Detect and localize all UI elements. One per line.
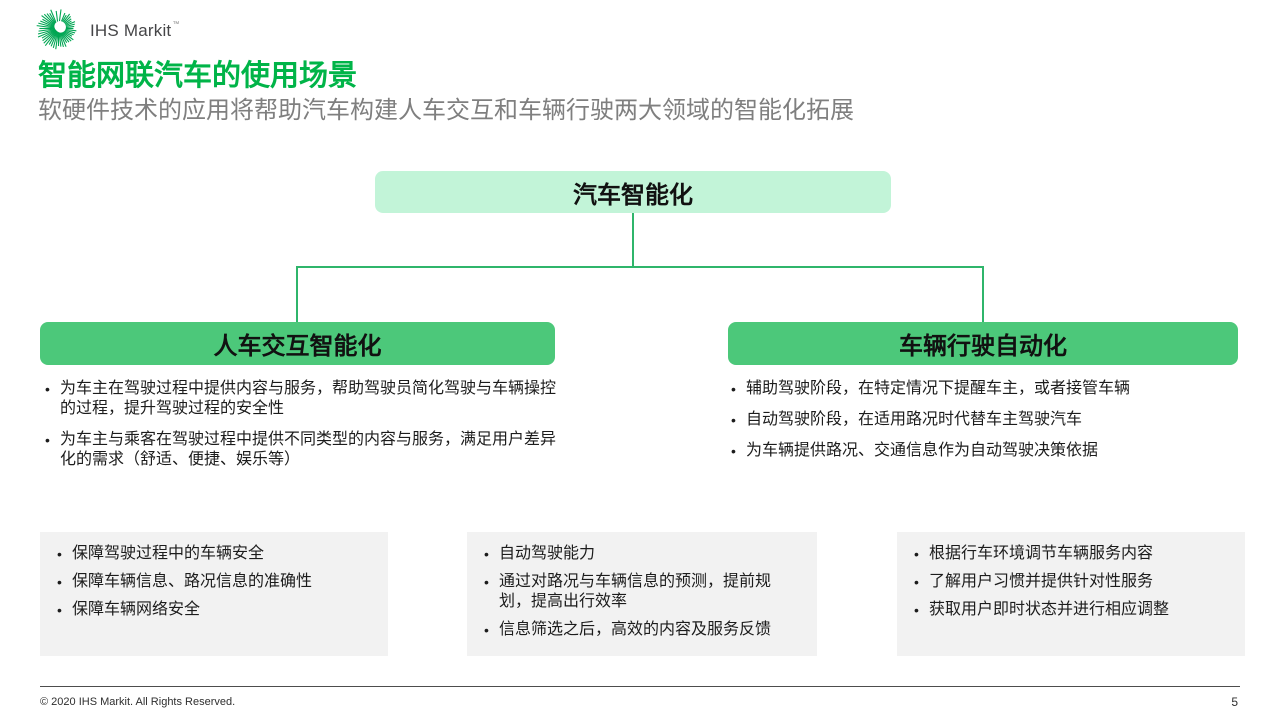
diagram-root-node: 汽车智能化	[375, 171, 891, 213]
page-subtitle: 软硬件技术的应用将帮助汽车构建人车交互和车辆行驶两大领域的智能化拓展	[38, 97, 854, 124]
trademark-symbol: ™	[172, 21, 180, 28]
bullet-item: 自动驾驶阶段，在适用路况时代替车主驾驶汽车	[730, 410, 1236, 430]
bullet-item: 保障车辆网络安全	[56, 600, 372, 620]
bullet-item: 信息筛选之后，高效的内容及服务反馈	[483, 620, 801, 640]
bullet-item: 辅助驾驶阶段，在特定情况下提醒车主，或者接管车辆	[730, 379, 1236, 399]
bullet-item: 了解用户习惯并提供针对性服务	[913, 572, 1229, 592]
bullet-item: 自动驾驶能力	[483, 544, 801, 564]
footer-divider	[40, 686, 1240, 687]
bullet-item: 保障车辆信息、路况信息的准确性	[56, 572, 372, 592]
summary-panel-safety: 保障驾驶过程中的车辆安全 保障车辆信息、路况信息的准确性 保障车辆网络安全	[40, 532, 388, 656]
connector-horizontal	[296, 266, 984, 268]
bullet-item: 保障驾驶过程中的车辆安全	[56, 544, 372, 564]
connector-left-vertical	[296, 268, 298, 322]
connector-right-vertical	[982, 268, 984, 322]
bullet-item: 根据行车环境调节车辆服务内容	[913, 544, 1229, 564]
bullet-item: 通过对路况与车辆信息的预测，提前规划，提高出行效率	[483, 572, 801, 612]
bullet-item: 获取用户即时状态并进行相应调整	[913, 600, 1229, 620]
branch-bullets-autodrive: 辅助驾驶阶段，在特定情况下提醒车主，或者接管车辆 自动驾驶阶段，在适用路况时代替…	[730, 379, 1236, 472]
connector-root-vertical	[632, 213, 634, 267]
brand-logo: IHS Markit ™	[34, 7, 179, 54]
branch-bullets-hmi: 为车主在驾驶过程中提供内容与服务，帮助驾驶员简化驾驶与车辆操控的过程，提升驾驶过…	[44, 379, 556, 481]
bullet-item: 为车主在驾驶过程中提供内容与服务，帮助驾驶员简化驾驶与车辆操控的过程，提升驾驶过…	[44, 379, 556, 419]
ihs-markit-burst-icon	[36, 9, 77, 50]
page-title: 智能网联汽车的使用场景	[38, 60, 358, 92]
branch-header-hmi: 人车交互智能化	[40, 322, 555, 365]
summary-panel-efficiency: 自动驾驶能力 通过对路况与车辆信息的预测，提前规划，提高出行效率 信息筛选之后，…	[467, 532, 817, 656]
summary-panel-personalization: 根据行车环境调节车辆服务内容 了解用户习惯并提供针对性服务 获取用户即时状态并进…	[897, 532, 1245, 656]
bullet-item: 为车主与乘客在驾驶过程中提供不同类型的内容与服务，满足用户差异化的需求（舒适、便…	[44, 430, 556, 470]
branch-header-autodrive: 车辆行驶自动化	[728, 322, 1238, 365]
copyright-text: © 2020 IHS Markit. All Rights Reserved.	[40, 696, 236, 708]
page-number: 5	[1231, 695, 1238, 709]
bullet-item: 为车辆提供路况、交通信息作为自动驾驶决策依据	[730, 441, 1236, 461]
brand-name: IHS Markit	[90, 20, 172, 40]
